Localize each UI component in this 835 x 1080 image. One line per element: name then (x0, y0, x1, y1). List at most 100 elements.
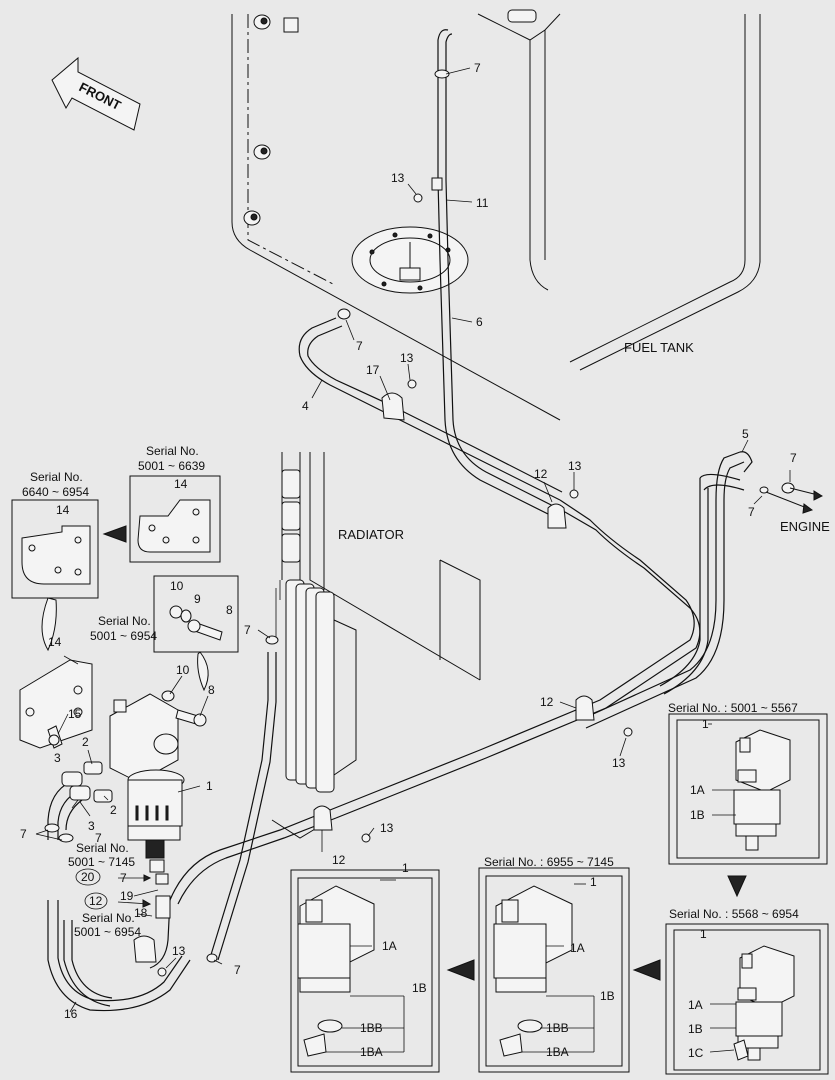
callout: 1A (382, 939, 397, 953)
serial-box-label: Serial No. : 5568 ~ 6954 (669, 907, 799, 921)
callout: 6 (476, 315, 483, 329)
inset-filter-box-1 (290, 869, 440, 1073)
callout: 16 (64, 1007, 78, 1021)
serial-box-label: Serial No. : 6955 ~ 7145 (484, 855, 614, 869)
callout: 5 (742, 427, 749, 441)
fuel-tank (231, 9, 761, 421)
callout: 7 (748, 505, 755, 519)
callout: 1A (570, 941, 585, 955)
callout: 1B (690, 808, 705, 822)
bolt-15 (47, 725, 63, 749)
filter-bracket-14 (19, 659, 93, 749)
parts-19-18 (155, 873, 171, 919)
tank-bolt (243, 210, 261, 226)
callout: 1A (688, 998, 703, 1012)
fitting-3 (61, 771, 91, 801)
arrow-icon (446, 959, 475, 981)
inset-filter-6955-7145 (478, 867, 630, 1073)
callout: 12 (89, 894, 103, 908)
oil-cooler (275, 579, 357, 793)
callout: 10 (170, 579, 184, 593)
callout: 1B (412, 981, 427, 995)
front-arrow-icon: FRONT (51, 56, 141, 131)
leader-lines (35, 67, 791, 1013)
callout: 8 (208, 683, 215, 697)
arrow-icon (41, 597, 57, 652)
callout: 13 (568, 459, 582, 473)
fuel-hoses (47, 29, 753, 1012)
serial-range: 5001 ~ 7145 (68, 855, 135, 869)
inset-bracket-6640 (11, 499, 99, 599)
callout: 14 (48, 635, 62, 649)
fuel-tank-label: FUEL TANK (624, 340, 694, 355)
tank-plug (283, 17, 299, 33)
arrow-icon (197, 651, 209, 692)
arrow-icon (727, 875, 747, 898)
serial-label: Serial No. (76, 841, 129, 855)
callout-circle (84, 892, 108, 910)
callout: 20 (81, 870, 95, 884)
callout: 7 (356, 339, 363, 353)
callout: 10 (176, 663, 190, 677)
bolt-8 (175, 709, 207, 727)
callout: 2 (82, 735, 89, 749)
callout: 13 (380, 821, 394, 835)
callout: 17 (366, 363, 380, 377)
washer-10 (161, 690, 175, 702)
serial-label: Serial No. (30, 470, 83, 484)
callout: 12 (332, 853, 346, 867)
callout: 14 (174, 477, 188, 491)
callout: 7 (474, 61, 481, 75)
arrow-icon (102, 525, 127, 543)
callout: 1B (688, 1022, 703, 1036)
callout: 1C (688, 1046, 704, 1060)
inset-filter-5568-6954 (665, 923, 829, 1075)
radiator-label: RADIATOR (338, 527, 404, 542)
callout: 1 (590, 875, 597, 889)
serial-box-label: Serial No. : 5001 ~ 5567 (668, 701, 798, 715)
serial-range: 5001 ~ 6954 (74, 925, 141, 939)
serial-label: Serial No. (82, 911, 135, 925)
tank-cap (507, 9, 537, 23)
hose-clamp (133, 392, 595, 963)
callout: 1 (402, 861, 409, 875)
serial-range: 6640 ~ 6954 (22, 485, 89, 499)
callout: 1A (690, 783, 705, 797)
engine-arrow-icon (765, 487, 824, 514)
callout: 7 (95, 831, 102, 845)
callout: 7 (234, 963, 241, 977)
callout: 7 (120, 871, 127, 885)
callout: 1BA (546, 1045, 569, 1059)
callout: 8 (226, 603, 233, 617)
callout: 1 (702, 717, 709, 731)
fuel-filter-1 (109, 693, 185, 873)
serial-label: Serial No. (146, 444, 199, 458)
bolt-13 (157, 177, 633, 977)
callout: 3 (88, 819, 95, 833)
callout: 13 (612, 756, 626, 770)
engine-label: ENGINE (780, 519, 830, 534)
callout: 1 (700, 927, 707, 941)
callout: 19 (120, 889, 134, 903)
callout: 12 (540, 695, 554, 709)
callout: 11 (476, 196, 489, 210)
serial-range: 5001 ~ 6954 (90, 629, 157, 643)
fuel-sender-unit (351, 226, 469, 294)
callout: 3 (54, 751, 61, 765)
callout: 7 (244, 623, 251, 637)
inset-bolt-set (153, 575, 239, 653)
callout: 13 (391, 171, 405, 185)
callout: 7 (790, 451, 797, 465)
arrow-icon (632, 959, 661, 981)
callout: 1BB (546, 1021, 569, 1035)
callout: 18 (134, 906, 148, 920)
callout: 9 (194, 592, 201, 606)
callout: 1BA (360, 1045, 383, 1059)
callout: 15 (68, 707, 82, 721)
callout: 12 (534, 467, 548, 481)
inset-bracket-5001 (129, 475, 221, 563)
callout: 13 (400, 351, 414, 365)
callout: 14 (56, 503, 70, 517)
